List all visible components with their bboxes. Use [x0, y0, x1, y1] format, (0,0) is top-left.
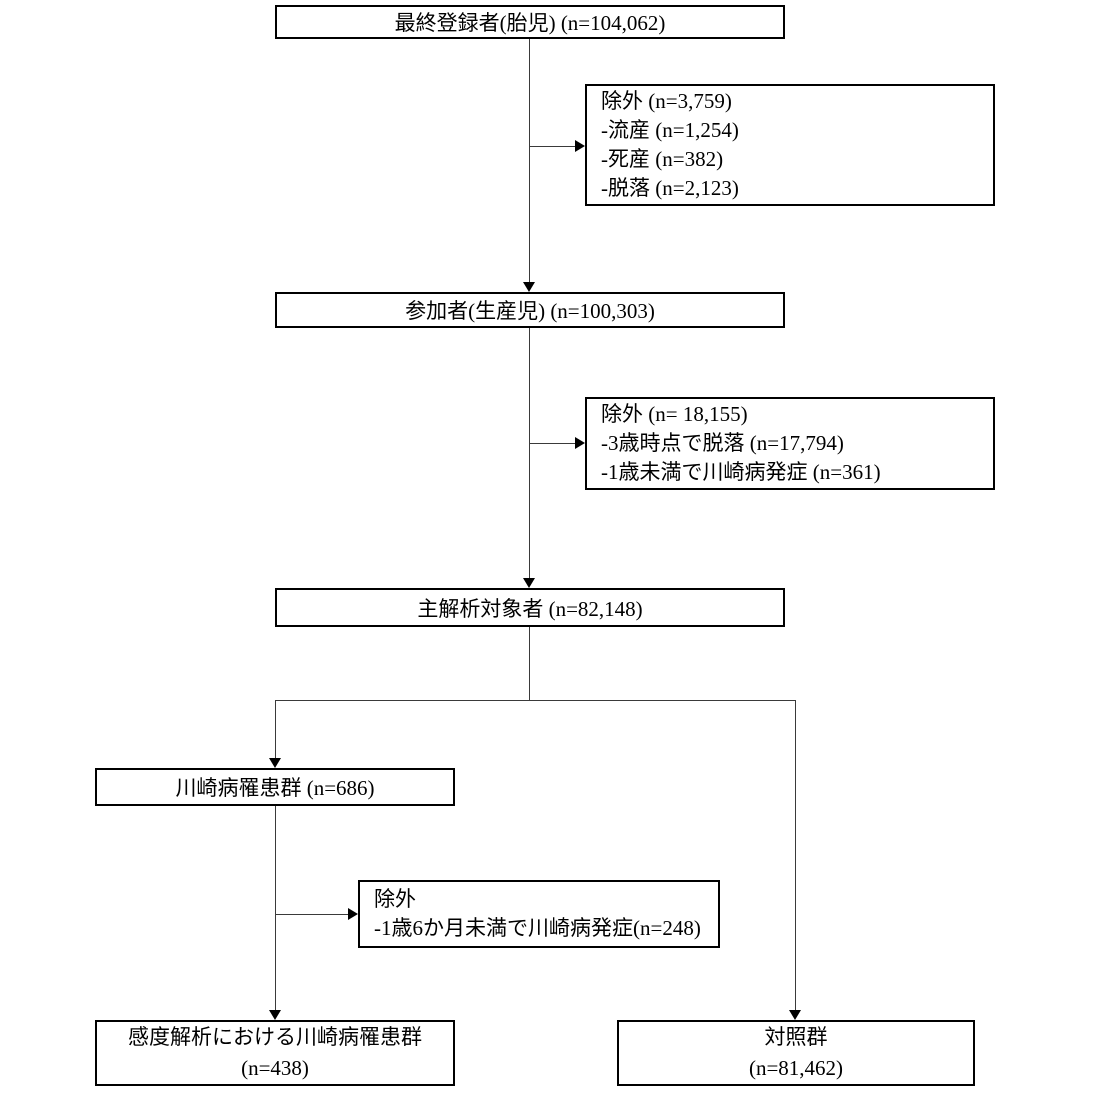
box-exclusion-3: 除外 -1歳6か月未満で川崎病発症(n=248)	[358, 880, 720, 948]
exclusion-1-line: -死産 (n=382)	[601, 147, 724, 171]
box-control-group-label: 対照群	[764, 1025, 828, 1049]
box-control-group: 対照群 (n=81,462)	[617, 1020, 975, 1086]
connector-split-to-control	[794, 700, 797, 1011]
box-exclusion-1: 除外 (n=3,759) -流産 (n=1,254) -死産 (n=382) -…	[585, 84, 995, 206]
box-main-analysis-label: 主解析対象者 (n=82,148)	[417, 596, 643, 621]
connector-split-to-kawasaki	[274, 700, 277, 759]
box-sensitivity-group-label: 感度解析における川崎病罹患群	[128, 1025, 422, 1049]
box-kawasaki-group-label: 川崎病罹患群 (n=686)	[175, 776, 375, 800]
box-exclusion-2: 除外 (n= 18,155) -3歳時点で脱落 (n=17,794) -1歳未満…	[585, 397, 995, 490]
exclusion-2-line: -1歳未満で川崎病発症 (n=361)	[601, 460, 881, 484]
box-kawasaki-group: 川崎病罹患群 (n=686)	[95, 768, 455, 806]
arrow-right-icon	[575, 139, 585, 152]
box-sensitivity-group: 感度解析における川崎病罹患群 (n=438)	[95, 1020, 455, 1086]
box-sensitivity-group-count: (n=438)	[241, 1056, 309, 1080]
arrow-down-icon	[268, 1010, 281, 1020]
arrow-right-icon	[575, 436, 585, 449]
box-final-enrollment-label: 最終登録者(胎児) (n=104,062)	[394, 11, 666, 35]
exclusion-1-line: 除外 (n=3,759)	[601, 89, 732, 113]
connector-split-horizontal	[274, 699, 796, 702]
exclusion-2-line: -3歳時点で脱落 (n=17,794)	[601, 431, 844, 455]
exclusion-3-line: -1歳6か月未満で川崎病発症(n=248)	[374, 916, 701, 940]
box-participants-label: 参加者(生産児) (n=100,303)	[405, 299, 655, 323]
box-control-group-count: (n=81,462)	[748, 1056, 844, 1080]
exclusion-3-line: 除外	[374, 887, 416, 911]
connector-branch-exclusion-1	[529, 145, 577, 148]
connector-enrollment-to-participants	[528, 39, 531, 284]
arrow-down-icon	[788, 1010, 801, 1020]
box-final-enrollment: 最終登録者(胎児) (n=104,062)	[275, 5, 785, 39]
exclusion-1-line: -流産 (n=1,254)	[601, 118, 739, 142]
connector-branch-exclusion-2	[529, 442, 577, 445]
arrow-right-icon	[348, 907, 358, 920]
connector-kawasaki-to-sensitivity	[274, 806, 277, 1011]
box-main-analysis: 主解析対象者 (n=82,148)	[275, 588, 785, 627]
arrow-down-icon	[268, 758, 281, 768]
arrow-down-icon	[522, 578, 535, 588]
exclusion-1-line: -脱落 (n=2,123)	[601, 176, 739, 200]
box-participants: 参加者(生産児) (n=100,303)	[275, 292, 785, 328]
exclusion-2-line: 除外 (n= 18,155)	[601, 402, 748, 426]
connector-main-to-split	[528, 627, 531, 701]
connector-branch-exclusion-3	[275, 913, 349, 916]
arrow-down-icon	[522, 282, 535, 292]
connector-participants-to-main	[528, 328, 531, 580]
